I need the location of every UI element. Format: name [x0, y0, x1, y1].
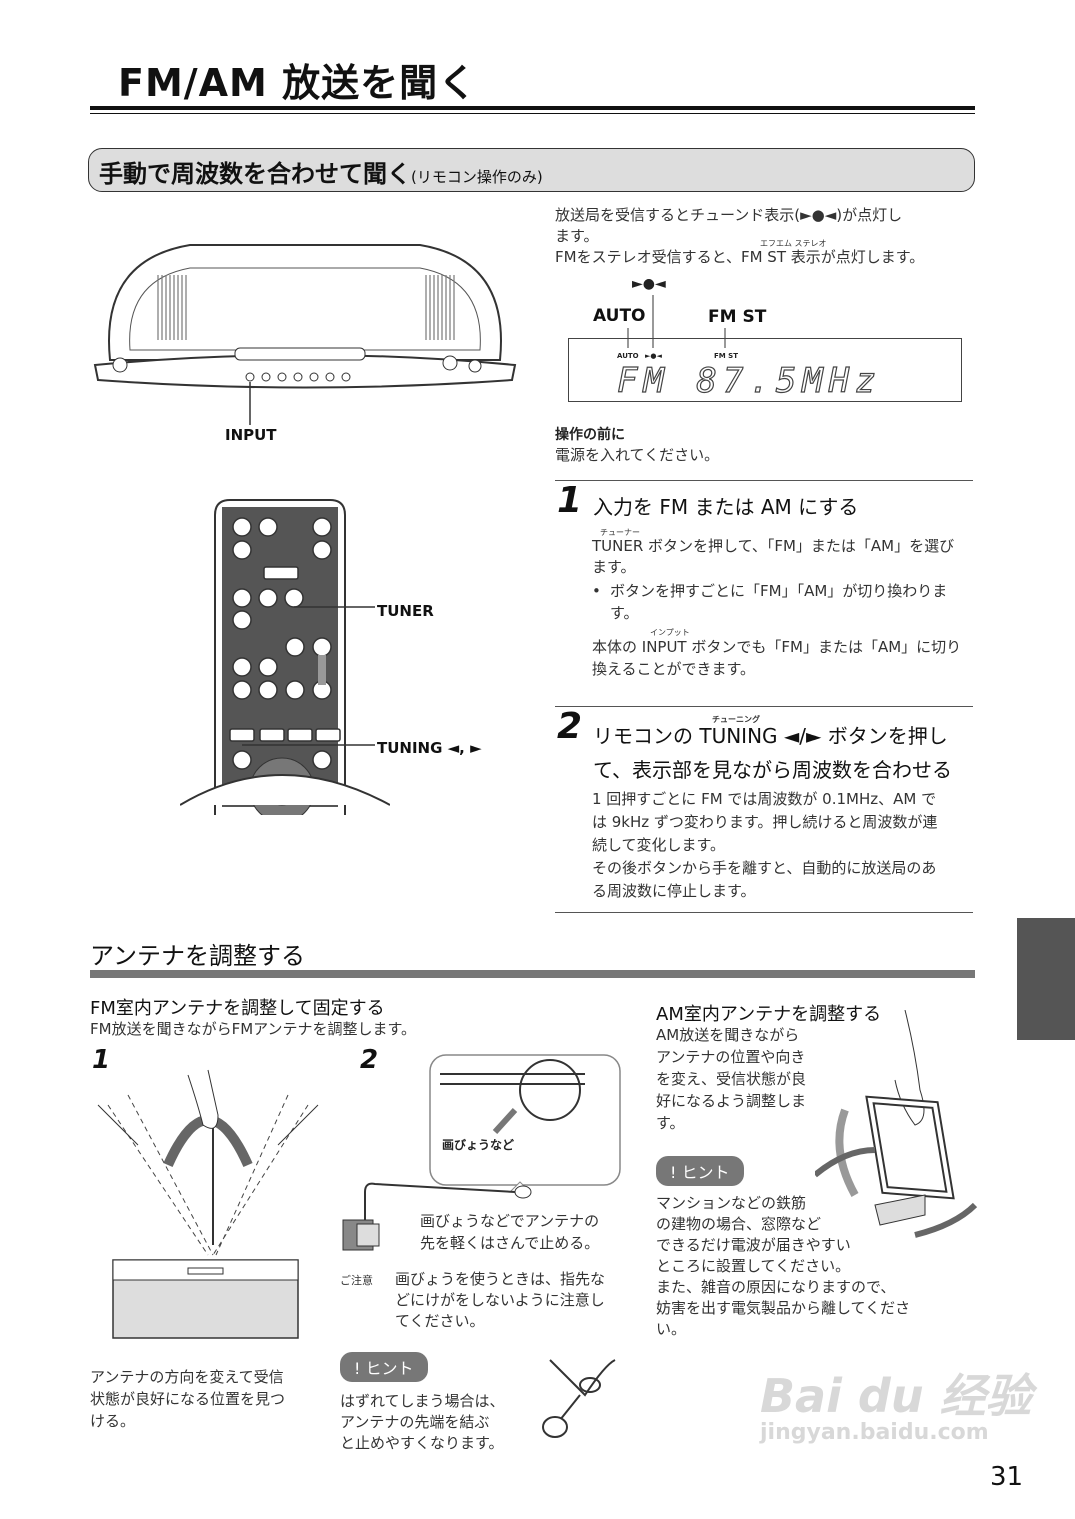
- am-text3: を変え、受信状態が良: [656, 1070, 807, 1088]
- remote-illustration: [180, 499, 390, 815]
- step2-text1: 1 回押すごとに FM では周波数が 0.1MHz、AM で: [592, 790, 937, 808]
- step1-number: 1: [557, 480, 583, 521]
- caution-icon: ご注意: [340, 1274, 373, 1287]
- fm-hint1: はずれてしまう場合は、: [340, 1392, 505, 1410]
- lcd-display: AUTO ►●◄ FM ST FM 87.5MHz: [568, 338, 962, 402]
- step1-bulletb: す。: [610, 604, 639, 622]
- am-antenna-illustration: [815, 1010, 978, 1238]
- fm-step2-text2: 先を軽くはさんで止める。: [420, 1234, 600, 1252]
- section-subtitle: (リモコン操作のみ): [411, 168, 543, 186]
- step2-text2: は 9kHz ずつ変わります。押し続けると周波数が連: [592, 813, 938, 831]
- step2-text4: その後ボタンから手を離すと、自動的に放送局のあ: [592, 859, 937, 877]
- antenna-heading-rule: [90, 970, 975, 978]
- page-title: FM/AM 放送を聞く: [118, 61, 478, 105]
- step2-text5: る周波数に停止します。: [592, 882, 756, 900]
- fm-antenna-heading: FM室内アンテナを調整して固定する: [90, 998, 385, 1019]
- fm-step2-number: 2: [360, 1045, 379, 1075]
- fm-step1-number: 1: [92, 1045, 111, 1075]
- page-number: 31: [990, 1462, 1024, 1492]
- step1-text2b: 換えることができます。: [592, 660, 756, 678]
- fm-step1-text2: 状態が良好になる位置を見つ: [90, 1390, 286, 1408]
- fm-step1-text3: ける。: [90, 1412, 136, 1430]
- caution-text3: てください。: [395, 1312, 485, 1330]
- side-index-tab: [1017, 918, 1075, 1040]
- title-rule: [90, 106, 975, 110]
- section-heading-bar: 手動で周波数を合わせて聞く(リモコン操作のみ): [88, 148, 975, 192]
- am-hint7: い。: [656, 1320, 687, 1338]
- before-text: 電源を入れてください。: [555, 446, 720, 464]
- fm-step1-text1: アンテナの方向を変えて受信: [90, 1368, 284, 1386]
- fmst-label: FM ST: [708, 307, 767, 327]
- step2-title1: リモコンの TUNING ◄/► ボタンを押し: [593, 724, 948, 748]
- am-hint6: 妨害を出す電気製品から離してくださ: [656, 1299, 911, 1317]
- intro-ruby: エフエム ステレオ: [760, 239, 827, 248]
- am-hint1: マンションなどの鉄筋: [656, 1194, 807, 1212]
- intro-line3: FMをステレオ受信すると、FM ST 表示が点灯します。: [555, 248, 925, 266]
- divider-1: [555, 480, 973, 481]
- fm-antenna-sub: FM放送を聞きながらFMアンテナを調整します。: [90, 1020, 417, 1038]
- lcd-tuned: ►●◄: [645, 352, 662, 360]
- intro-line2: ます。: [555, 227, 599, 245]
- step1-text1b: ます。: [592, 558, 636, 576]
- section-title-text: 手動で周波数を合わせて聞く: [99, 160, 411, 188]
- fm-hint2: アンテナの先端を結ぶ: [340, 1413, 490, 1431]
- caution-text1: 画びょうを使うときは、指先な: [395, 1270, 606, 1288]
- step2-text3: 続して変化します。: [592, 836, 726, 854]
- step2-ruby: チューニング: [712, 715, 760, 724]
- am-antenna-heading: AM室内アンテナを調整する: [656, 1004, 882, 1025]
- step1-bullet-dot: •: [592, 582, 601, 600]
- fm-hint3: と止めやすくなります。: [340, 1434, 504, 1452]
- am-hint5: また、雑音の原因になりますので、: [656, 1278, 896, 1296]
- antenna-heading: アンテナを調整する: [90, 942, 306, 970]
- tuner-label: TUNER: [377, 602, 434, 620]
- step2-number: 2: [557, 706, 583, 747]
- am-hint-badge: ! ヒント: [656, 1156, 744, 1186]
- caution-text2: どにけがをしないように注意し: [395, 1291, 605, 1309]
- auto-label: AUTO: [593, 306, 646, 326]
- watermark-url: jingyan.baidu.com: [760, 1420, 989, 1445]
- pin-label: 画びょうなど: [442, 1138, 515, 1152]
- section-title: 手動で周波数を合わせて聞く(リモコン操作のみ): [99, 154, 543, 189]
- step1-ruby1: チューナー: [600, 528, 640, 537]
- title-rule-thin: [90, 113, 975, 114]
- knot-illustration: [542, 1359, 616, 1438]
- divider-3: [555, 912, 973, 913]
- lcd-frequency: FM 87.5MHz: [616, 360, 882, 401]
- tuned-indicator-symbol: ►●◄: [632, 276, 666, 292]
- am-hint2: の建物の場合、窓際など: [656, 1215, 822, 1233]
- am-text2: アンテナの位置や向き: [656, 1048, 806, 1066]
- step1-text1: TUNER ボタンを押して、「FM」または「AM」を選び: [592, 537, 955, 555]
- unit-illustration: [93, 244, 517, 425]
- am-hint3: できるだけ電波が届きやすい: [656, 1236, 851, 1254]
- step2-title2: て、表示部を見ながら周波数を合わせる: [593, 758, 952, 782]
- pin-illustration: [342, 1054, 621, 1251]
- fm-hint-badge: ! ヒント: [340, 1352, 428, 1382]
- am-text4: 好になるよう調整しま: [656, 1092, 807, 1110]
- lcd-fmst: FM ST: [714, 352, 739, 360]
- am-text5: す。: [656, 1114, 685, 1132]
- tuning-label: TUNING ◄, ►: [377, 739, 482, 757]
- divider-2: [555, 706, 973, 707]
- am-hint4: ところに設置してください。: [656, 1257, 851, 1275]
- step1-bullet: ボタンを押すごとに「FM」「AM」が切り換わりま: [610, 582, 948, 600]
- step1-text2: 本体の INPUT ボタンでも「FM」または「AM」に切り: [592, 638, 962, 656]
- watermark-logo: Bai du 经验: [760, 1369, 1032, 1423]
- before-heading: 操作の前に: [555, 427, 625, 443]
- fm-antenna-illustration: [97, 1069, 319, 1339]
- intro-line1: 放送局を受信するとチューンド表示(►●◄)が点灯し: [555, 206, 903, 224]
- lcd-auto: AUTO: [617, 352, 639, 360]
- step1-ruby2: インプット: [650, 628, 690, 637]
- fm-step2-text1: 画びょうなどでアンテナの: [420, 1212, 600, 1230]
- step1-title: 入力を FM または AM にする: [593, 495, 859, 519]
- input-label: INPUT: [225, 426, 277, 444]
- am-text1: AM放送を聞きながら: [656, 1026, 800, 1044]
